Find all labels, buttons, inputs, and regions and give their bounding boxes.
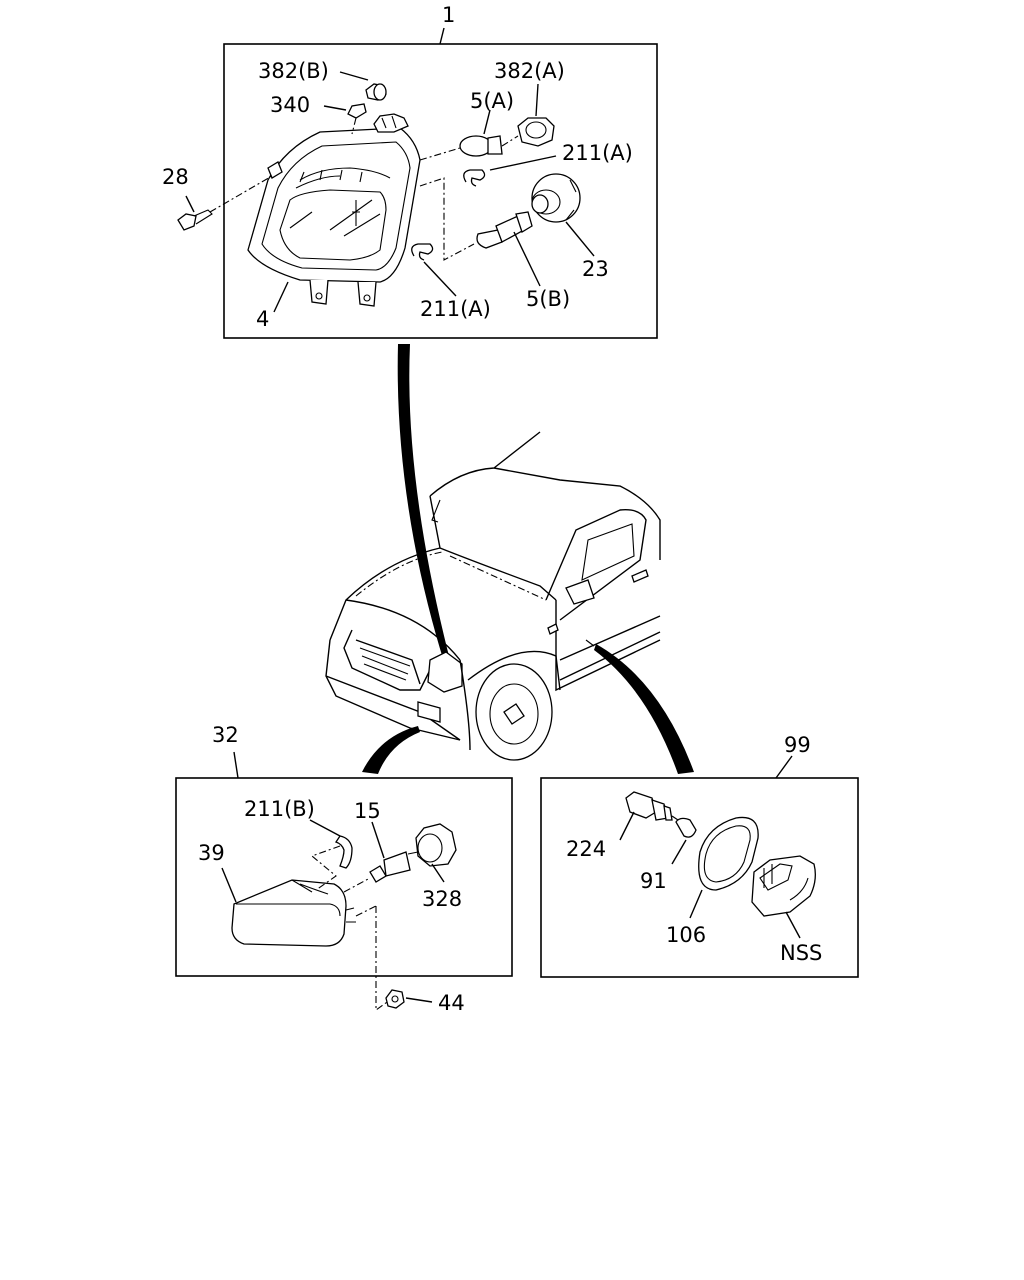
label-23: 23 [582, 257, 609, 281]
label-5a: 5(A) [470, 89, 514, 113]
gasket-106 [689, 816, 759, 919]
side-marker-lens [751, 855, 816, 939]
label-328: 328 [422, 887, 462, 911]
label-side-marker-assembly: 99 [784, 733, 811, 757]
label-211a-top: 211(A) [562, 141, 633, 165]
socket-224 [619, 791, 673, 841]
label-340: 340 [270, 93, 310, 117]
screw-28 [177, 175, 273, 231]
bulb-382b [339, 71, 387, 135]
vehicle-illustration [325, 431, 661, 761]
foglamp-box [175, 777, 513, 977]
clip-211b [309, 819, 353, 891]
socket-328 [407, 823, 457, 883]
label-28: 28 [162, 165, 189, 189]
clip-211a-top [463, 155, 557, 187]
headlamp-group [177, 27, 658, 339]
socket-340 [323, 103, 367, 119]
bulb-5a [419, 109, 503, 161]
label-211a-bottom: 211(A) [420, 297, 491, 321]
connector-side-marker [594, 644, 694, 774]
label-headlamp-assembly: 1 [442, 3, 455, 27]
label-15: 15 [354, 799, 381, 823]
label-224: 224 [566, 837, 606, 861]
side-marker-group [540, 755, 859, 978]
foglamp-group [175, 751, 513, 1012]
label-91: 91 [640, 869, 667, 893]
label-44: 44 [438, 991, 465, 1015]
callout-labels: 1 382(B) 340 382(A) 5(A) 211(A) 28 23 4 … [162, 3, 822, 1015]
cap-23 [531, 173, 595, 257]
label-nss: NSS [780, 941, 822, 965]
connector-headlamp [397, 344, 450, 662]
label-382a: 382(A) [494, 59, 565, 83]
bulb-382a [501, 83, 555, 147]
label-foglamp-assembly: 32 [212, 723, 239, 747]
bulb-5b [419, 177, 541, 287]
bulb-15 [343, 821, 411, 893]
label-382b: 382(B) [258, 59, 329, 83]
side-marker-box [540, 777, 859, 978]
nut-44 [385, 989, 433, 1009]
clip-211a-bottom [411, 243, 457, 297]
label-4: 4 [256, 307, 269, 331]
label-106: 106 [666, 923, 706, 947]
connector-foglamp [362, 726, 420, 774]
label-211b: 211(B) [244, 797, 315, 821]
label-5b: 5(B) [526, 287, 570, 311]
bulb-91 [671, 815, 697, 865]
label-39: 39 [198, 841, 225, 865]
headlamp-unit [247, 113, 421, 307]
foglamp-39 [221, 867, 356, 947]
